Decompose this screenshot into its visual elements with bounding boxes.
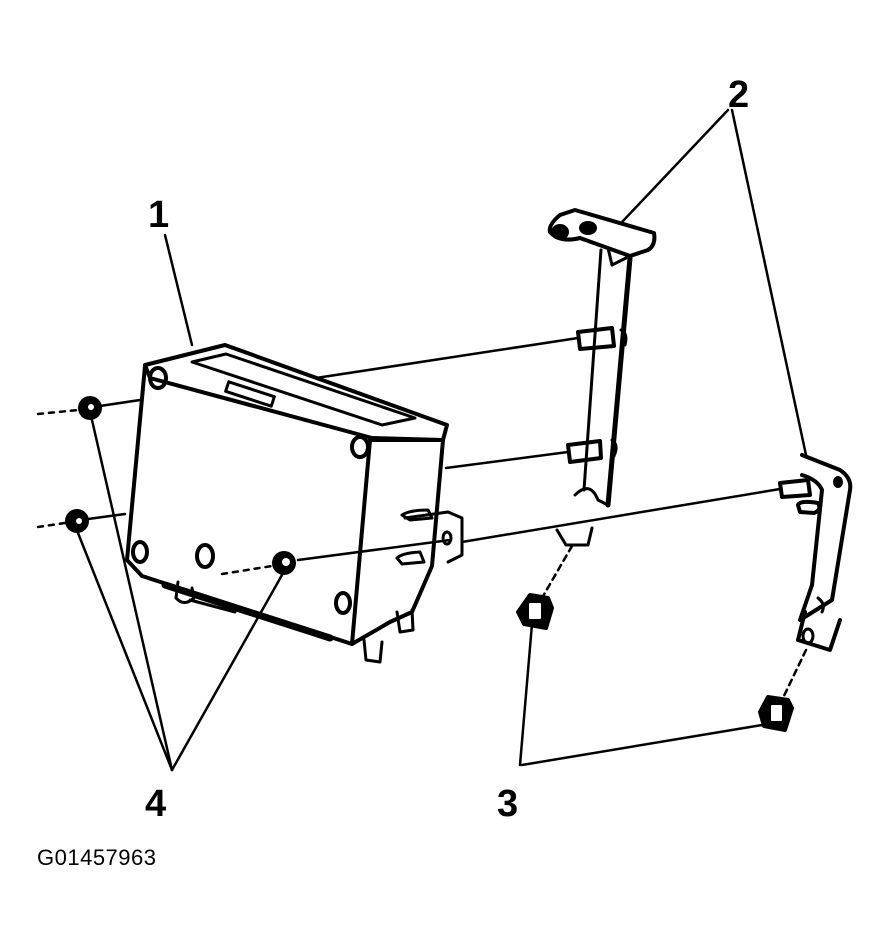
mounting-bracket-upper <box>550 210 655 545</box>
mounting-bracket-lower <box>780 455 850 650</box>
callout-3: 3 <box>497 783 519 825</box>
bracket-clip-1 <box>518 595 552 628</box>
module-housing <box>127 345 462 662</box>
callout-4: 4 <box>145 783 167 825</box>
bracket-clip-2 <box>760 697 792 730</box>
mounting-nuts <box>65 396 296 575</box>
alignment-lines <box>38 338 806 700</box>
callout-1: 1 <box>148 194 170 236</box>
callout-leaders <box>78 110 806 770</box>
callout-2: 2 <box>728 74 750 116</box>
figure-id: G01457963 <box>37 845 157 870</box>
